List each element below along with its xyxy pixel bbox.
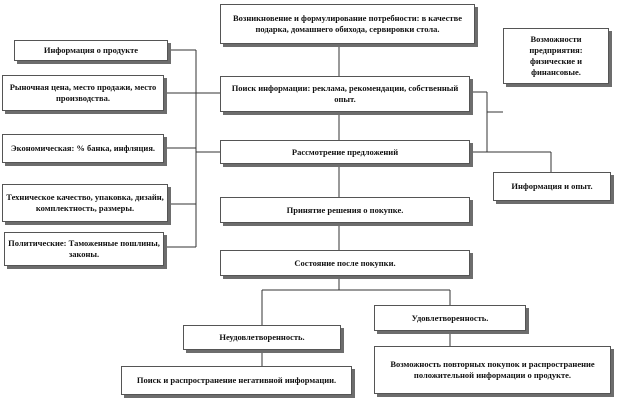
technical-box: Техническое качество, упаковка, дизайн, … [2, 184, 168, 222]
post-purchase-text: Состояние после покупки. [294, 257, 396, 268]
negative-info-box: Поиск и распространение негативной инфор… [121, 366, 352, 395]
need-text: Возникновение и формулирование потребнос… [233, 13, 462, 34]
political-text: Политические: Таможенные пошлины, законы… [8, 238, 160, 259]
post-purchase-box: Состояние после покупки. [220, 250, 470, 276]
negative-info-text: Поиск и распространение негативной инфор… [136, 375, 337, 385]
repeat-purchase-box: Возможность повторных покупок и распрост… [374, 346, 611, 394]
search-text: Поиск информации: реклама, рекомендации,… [231, 83, 459, 104]
dissatisfaction-box: Неудовлетворенность. [183, 325, 341, 350]
political-box: Политические: Таможенные пошлины, законы… [4, 232, 164, 266]
repeat-purchase-text: Возможность повторных покупок и распрост… [390, 359, 595, 380]
economic-box: Экономическая: % банка, инфляция. [2, 134, 164, 163]
need-box: Возникновение и формулирование потребнос… [220, 4, 475, 44]
decision-box: Принятие решения о покупке. [220, 197, 470, 223]
company-capabilities-box: Возможности предприятия: физические и фи… [503, 28, 609, 84]
info-experience-text: Информация и опыт. [511, 181, 593, 191]
economic-text: Экономическая: % банка, инфляция. [10, 143, 156, 153]
product-info-text: Информация о продукте [43, 45, 139, 55]
consideration-box: Рассмотрение предложений [220, 140, 470, 164]
market-price-text: Рыночная цена, место продажи, место прои… [9, 82, 157, 103]
company-capabilities-text: Возможности предприятия: физические и фи… [529, 34, 583, 77]
dissatisfaction-text: Неудовлетворенность. [219, 332, 305, 342]
technical-text: Техническое качество, упаковка, дизайн, … [6, 192, 164, 213]
info-experience-box: Информация и опыт. [493, 172, 611, 201]
satisfaction-box: Удовлетворенность. [374, 305, 526, 331]
satisfaction-text: Удовлетворенность. [411, 312, 489, 323]
consideration-text: Рассмотрение предложений [291, 146, 399, 157]
product-info-box: Информация о продукте [14, 40, 168, 61]
market-price-box: Рыночная цена, место продажи, место прои… [2, 75, 164, 111]
search-box: Поиск информации: реклама, рекомендации,… [220, 76, 470, 112]
decision-text: Принятие решения о покупке. [286, 204, 404, 215]
